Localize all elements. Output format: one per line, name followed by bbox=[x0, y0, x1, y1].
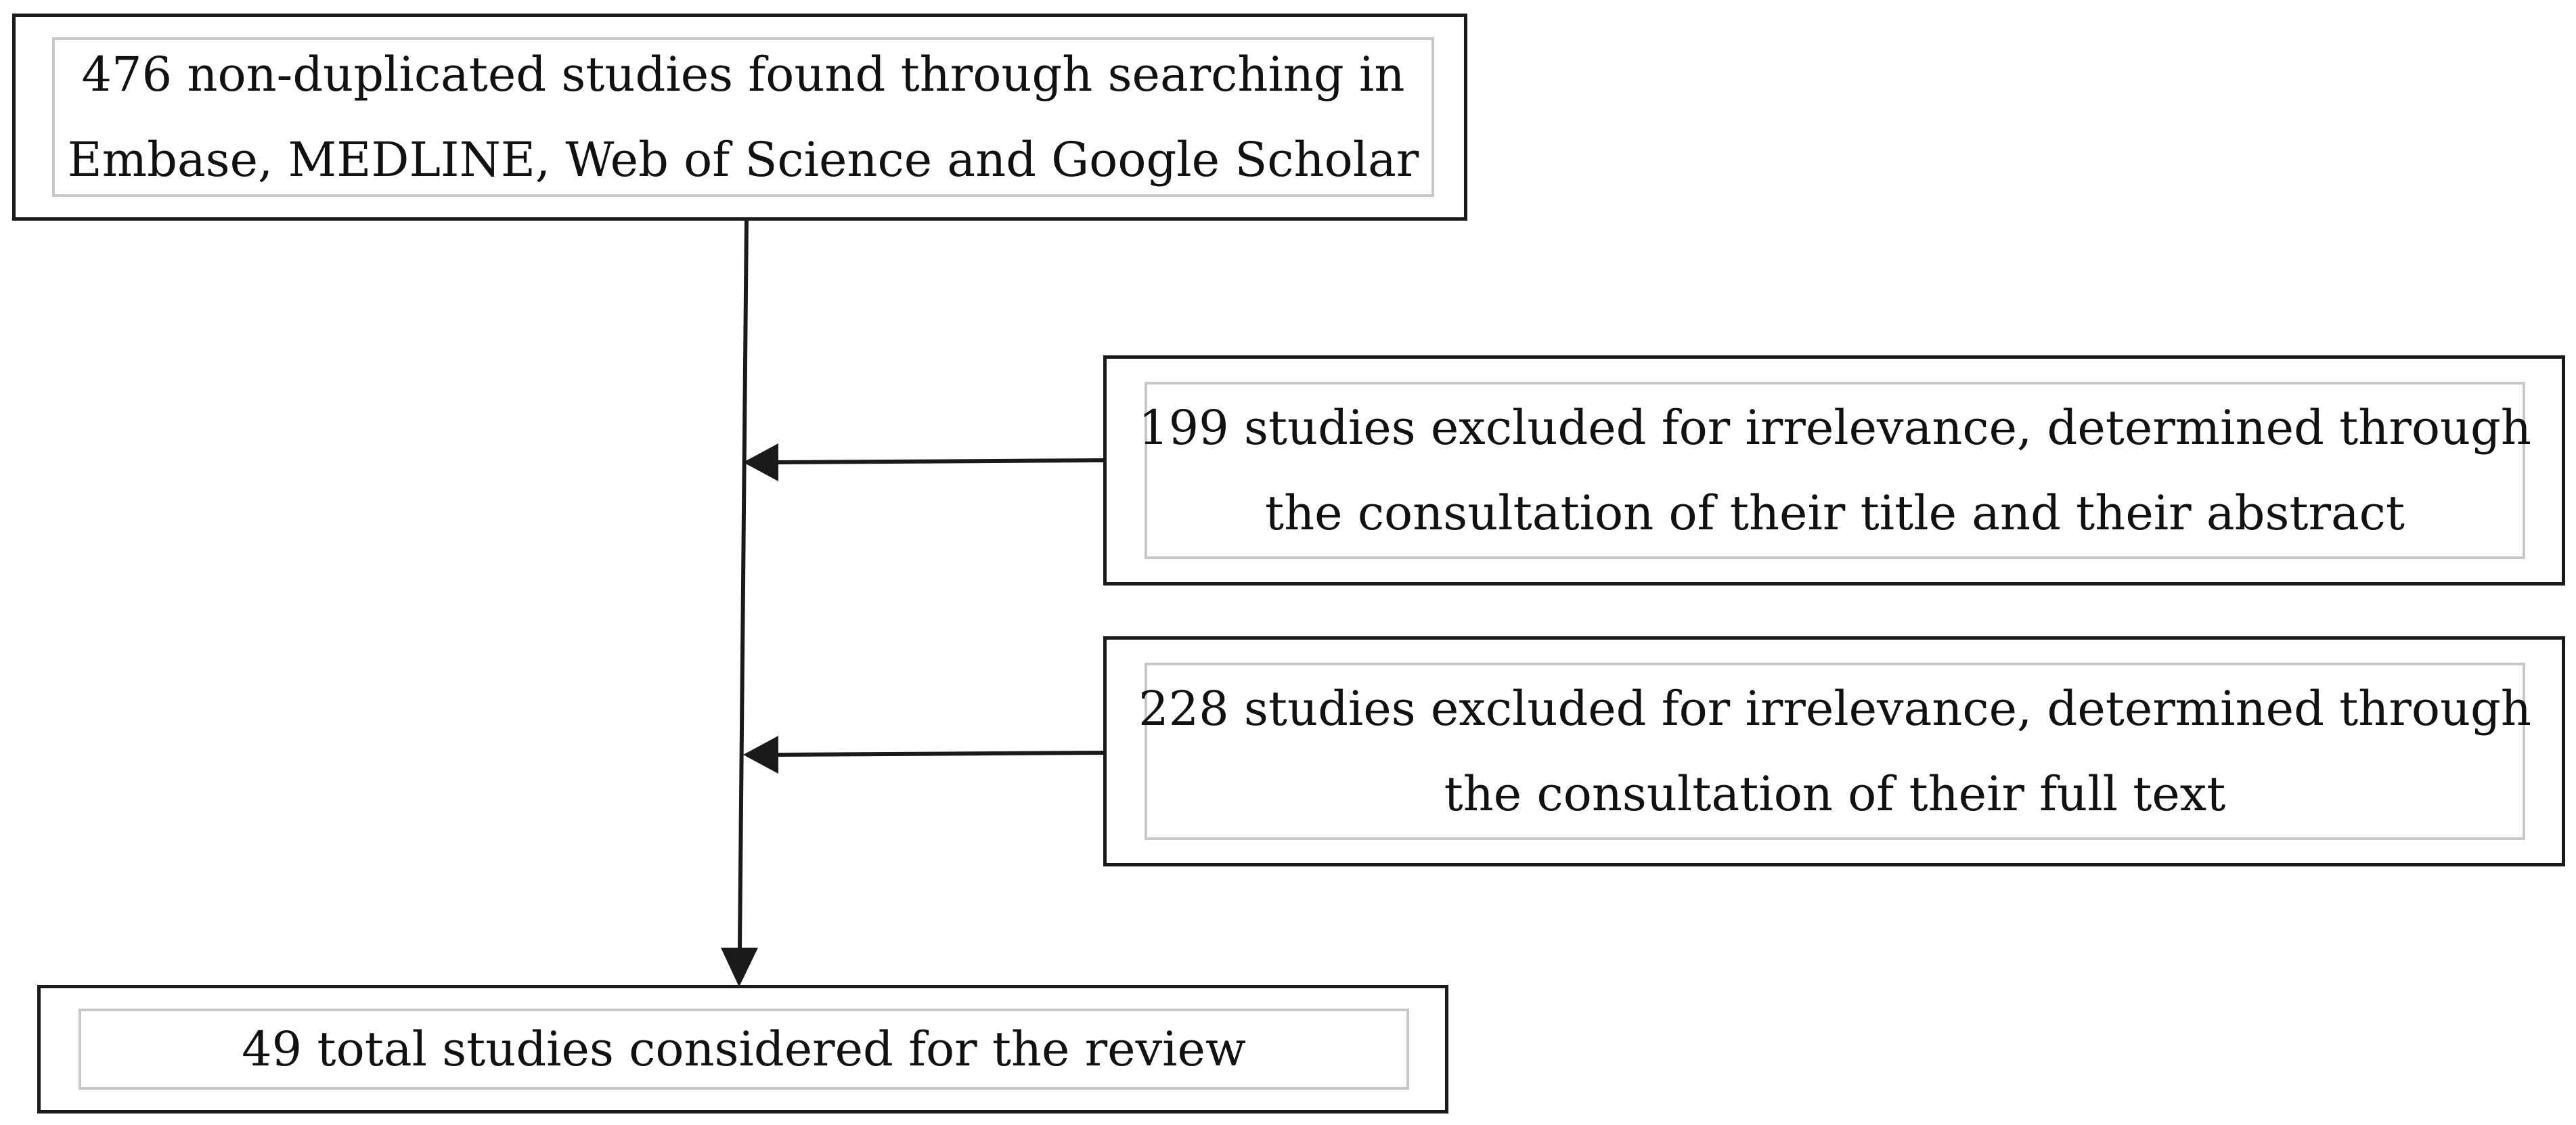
exclusion-2-connector bbox=[778, 751, 1105, 757]
included-studies-inner: 49 total studies considered for the revi… bbox=[79, 1009, 1409, 1090]
identification-box-inner: 476 non-duplicated studies found through… bbox=[52, 37, 1434, 197]
exclusion-2-text-line-2: the consultation of their full text bbox=[1444, 766, 2226, 822]
identification-text-line-2: Embase, MEDLINE, Web of Science and Goog… bbox=[67, 132, 1419, 188]
identification-text-line-1: 476 non-duplicated studies found through… bbox=[81, 47, 1405, 102]
main-flow-arrowhead bbox=[721, 948, 758, 987]
identification-box: 476 non-duplicated studies found through… bbox=[12, 14, 1467, 221]
included-studies-text: 49 total studies considered for the revi… bbox=[242, 1021, 1246, 1077]
main-flow-line bbox=[738, 217, 749, 948]
exclusion-full-text-box: 228 studies excluded for irrelevance, de… bbox=[1103, 636, 2565, 866]
exclusion-full-text-inner: 228 studies excluded for irrelevance, de… bbox=[1138, 663, 2531, 840]
exclusion-2-arrowhead bbox=[743, 736, 778, 774]
exclusion-1-arrowhead bbox=[743, 443, 778, 481]
exclusion-title-abstract-box: 199 studies excluded for irrelevance, de… bbox=[1103, 355, 2565, 586]
exclusion-title-abstract-inner: 199 studies excluded for irrelevance, de… bbox=[1138, 382, 2531, 559]
exclusion-1-text-line-2: the consultation of their title and thei… bbox=[1264, 485, 2405, 541]
exclusion-1-connector bbox=[778, 458, 1105, 464]
included-studies-box: 49 total studies considered for the revi… bbox=[37, 985, 1448, 1113]
exclusion-1-text-line-1: 199 studies excluded for irrelevance, de… bbox=[1138, 400, 2531, 456]
exclusion-2-text-line-1: 228 studies excluded for irrelevance, de… bbox=[1138, 681, 2531, 736]
